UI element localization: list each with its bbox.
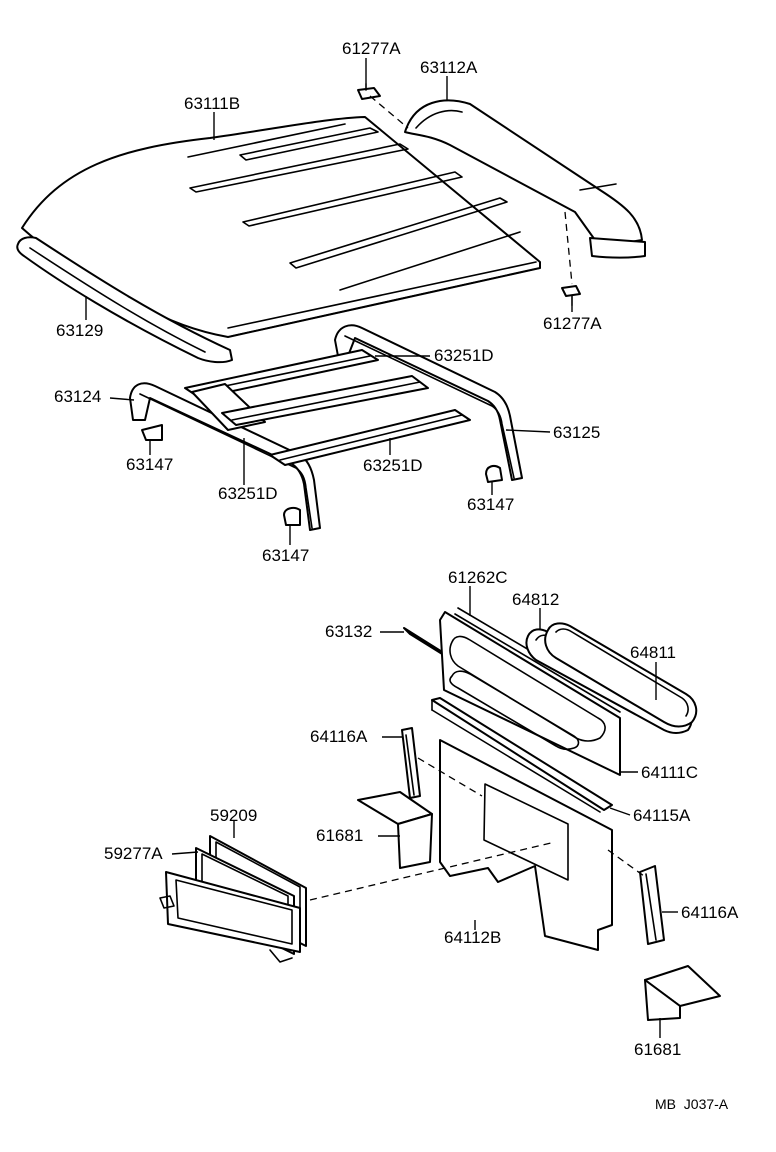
hinge-rail-64115A xyxy=(431,697,613,813)
label-64116A-right: 64116A xyxy=(681,903,739,922)
label-64111C: 64111C xyxy=(641,763,698,782)
clip-61277A-top xyxy=(357,83,381,100)
trim-64116A-right xyxy=(639,865,665,945)
label-63251D-mid: 63251D xyxy=(363,456,423,475)
label-63147-bottom: 63147 xyxy=(262,546,309,565)
label-61262C: 61262C xyxy=(448,568,508,587)
label-63147-right: 63147 xyxy=(467,495,514,514)
clip-61277A-bottom xyxy=(561,285,581,306)
side-panel-63112A xyxy=(404,99,646,259)
label-63125: 63125 xyxy=(553,423,600,442)
bracket-61681-left xyxy=(357,791,433,869)
label-63129: 63129 xyxy=(56,321,103,340)
weatherstrip-63129 xyxy=(16,236,233,364)
label-63251D-left: 63251D xyxy=(218,484,278,503)
label-64812: 64812 xyxy=(512,590,559,609)
roof-rail-63125 xyxy=(334,324,523,481)
label-61277A-bottom: 61277A xyxy=(543,314,602,333)
label-63124: 63124 xyxy=(54,387,101,406)
label-63111B: 63111B xyxy=(184,94,240,113)
label-64811: 64811 xyxy=(630,643,676,662)
roof-bow-63251D-mid2 xyxy=(269,409,471,466)
vent-window-59209 xyxy=(159,835,307,963)
bracket-63147-right xyxy=(485,465,503,483)
bracket-61681-right xyxy=(644,965,721,1021)
bracket-63147-left xyxy=(141,424,163,441)
label-59277A: 59277A xyxy=(104,844,163,863)
label-63251D-top: 63251D xyxy=(434,346,494,365)
label-61681-right: 61681 xyxy=(634,1040,681,1059)
label-61681-left: 61681 xyxy=(316,826,363,845)
roof-bow-63251D-mid1 xyxy=(191,375,429,431)
label-61277A-top: 61277A xyxy=(342,39,401,58)
label-63147-left: 63147 xyxy=(126,455,173,474)
back-panel-64112B xyxy=(439,739,613,951)
part-labels: 61277A 63112A 63111B 61277A 63129 63251D… xyxy=(54,39,739,1059)
label-64112B: 64112B xyxy=(444,928,501,947)
label-64116A-left: 64116A xyxy=(310,727,368,746)
rear-window-frame-64111C xyxy=(439,611,621,776)
label-59209: 59209 xyxy=(210,806,257,825)
leader-lines xyxy=(85,58,678,1038)
diagram-code: MB J037-A xyxy=(655,1096,729,1112)
label-63112A: 63112A xyxy=(420,58,478,77)
label-64115A: 64115A xyxy=(633,806,691,825)
trim-64116A-left xyxy=(401,727,421,799)
label-63132: 63132 xyxy=(325,622,372,641)
roof-panel-63111B xyxy=(21,116,541,338)
assembly-lines xyxy=(309,95,645,901)
glass-seal-64811 xyxy=(544,622,698,728)
bracket-63147-bottom xyxy=(283,506,301,526)
